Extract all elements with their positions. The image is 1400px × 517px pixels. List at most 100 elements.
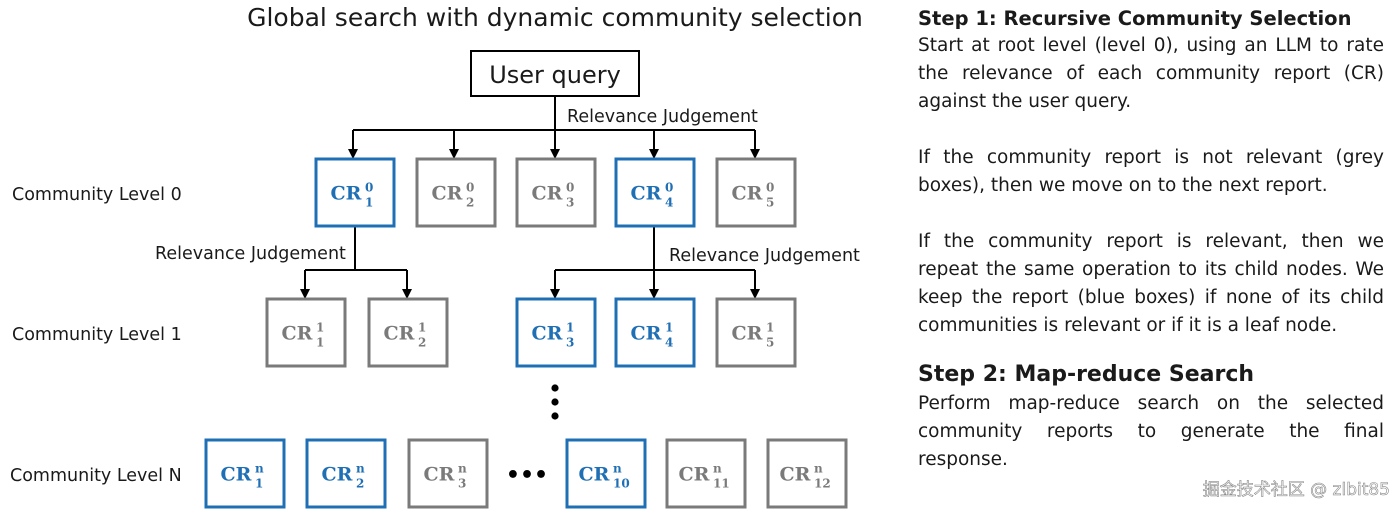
level-label-1: Community Level 1	[12, 325, 182, 345]
cr-box-index-subscript: 2	[466, 196, 474, 210]
cr-box-frame	[314, 157, 396, 228]
relevance-judgement-label-right: Relevance Judgement	[669, 246, 860, 266]
cr-box-frame	[565, 438, 647, 509]
explanation-panel: Step 1: Recursive Community Selection St…	[918, 6, 1384, 474]
cr-box-prefix: CR	[424, 464, 455, 486]
cr-box-prefix: CR	[631, 323, 662, 345]
cr-box-level-superscript: 0	[365, 181, 373, 195]
connectors-right-branch	[550, 227, 760, 299]
cr-box-index-subscript: 12	[814, 477, 831, 491]
connectors-left-branch	[300, 227, 412, 299]
cr-box-frame	[305, 438, 387, 509]
cr-box-level-superscript: 0	[665, 181, 673, 195]
cr-box-index-subscript: 1	[365, 196, 373, 210]
cr-box-prefix: CR	[532, 323, 563, 345]
cr-box-frame	[407, 438, 489, 509]
cr-box-frame	[265, 297, 347, 368]
cr-box-prefix: CR	[631, 183, 662, 205]
cr-box-index-subscript: 10	[613, 477, 630, 491]
cr-box-index-subscript: 4	[665, 336, 673, 350]
cr-box-frame	[766, 438, 848, 509]
cr-box-index-subscript: 11	[713, 477, 730, 491]
cr-box-index-subscript: 5	[766, 336, 774, 350]
watermark: 掘金技术社区 @ zlbit85	[1203, 480, 1390, 500]
level-label-0: Community Level 0	[12, 185, 182, 205]
vertical-ellipsis	[551, 384, 559, 420]
level-n-ellipsis: •••	[506, 463, 548, 488]
cr-box-prefix: CR	[532, 183, 563, 205]
cr-box-frame	[614, 157, 696, 228]
cr-box-level-superscript: 0	[466, 181, 474, 195]
cr-box-index-subscript: 3	[566, 196, 574, 210]
cr-box-prefix: CR	[732, 323, 763, 345]
user-query-label: User query	[489, 61, 621, 89]
cr-box-frame	[367, 297, 449, 368]
cr-box-prefix: CR	[282, 323, 313, 345]
connectors-query-to-level0	[348, 96, 760, 159]
cr-box-prefix: CR	[579, 464, 610, 486]
step1-paragraph-2: If the community report is not relevant …	[918, 147, 1384, 196]
cr-box-level-superscript: n	[713, 462, 722, 476]
step1-title: Step 1: Recursive Community Selection	[918, 7, 1352, 30]
step2-title: Step 2: Map-reduce Search	[918, 362, 1255, 387]
cr-box-prefix: CR	[432, 183, 463, 205]
user-query-box	[470, 50, 640, 97]
cr-box-frame	[715, 157, 797, 228]
cr-box-level-superscript: 1	[665, 321, 673, 335]
cr-box-frame	[204, 438, 286, 509]
relevance-judgement-label-left: Relevance Judgement	[155, 244, 346, 264]
step1-paragraph-3: If the community report is relevant, the…	[918, 231, 1384, 336]
cr-box-level-superscript: 1	[566, 321, 574, 335]
cr-box-index-subscript: 2	[356, 477, 364, 491]
cr-box-frame	[614, 297, 696, 368]
step1-paragraph-1: Start at root level (level 0), using an …	[918, 35, 1384, 112]
cr-box-level-superscript: 1	[766, 321, 774, 335]
cr-box-frame	[515, 157, 597, 228]
cr-box-index-subscript: 1	[316, 336, 324, 350]
cr-box-index-subscript: 3	[458, 477, 466, 491]
cr-box-frame	[665, 438, 747, 509]
cr-box-index-subscript: 2	[418, 336, 426, 350]
cr-box-index-subscript: 5	[766, 196, 774, 210]
cr-box-level-superscript: 1	[316, 321, 324, 335]
cr-box-prefix: CR	[780, 464, 811, 486]
cr-box-level-superscript: n	[814, 462, 823, 476]
cr-box-index-subscript: 3	[566, 336, 574, 350]
cr-box-prefix: CR	[331, 183, 362, 205]
cr-box-frame	[715, 297, 797, 368]
cr-box-prefix: CR	[322, 464, 353, 486]
cr-box-prefix: CR	[384, 323, 415, 345]
cr-box-index-subscript: 4	[665, 196, 673, 210]
step2-paragraph-1: Perform map-reduce search on the selecte…	[918, 393, 1384, 470]
cr-box-frame	[515, 297, 597, 368]
relevance-judgement-label-top: Relevance Judgement	[567, 107, 758, 127]
cr-box-frame	[415, 157, 497, 228]
level-label-n: Community Level N	[10, 466, 182, 486]
cr-box-level-superscript: n	[356, 462, 365, 476]
cr-box-prefix: CR	[679, 464, 710, 486]
diagram-title: Global search with dynamic community sel…	[247, 3, 863, 32]
cr-box-level-superscript: 0	[766, 181, 774, 195]
cr-box-level-superscript: 0	[566, 181, 574, 195]
cr-box-level-superscript: n	[613, 462, 622, 476]
cr-box-prefix: CR	[221, 464, 252, 486]
cr-box-index-subscript: 1	[255, 477, 263, 491]
cr-box-level-superscript: 1	[418, 321, 426, 335]
